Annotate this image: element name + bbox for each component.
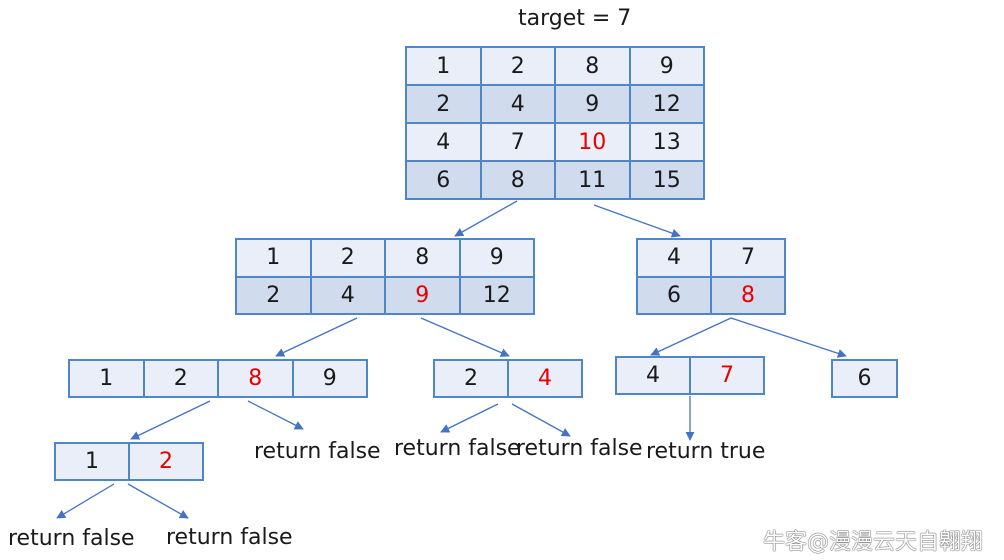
matrix-cell: 4	[406, 123, 481, 161]
matrix-cell: 1	[406, 47, 481, 85]
matrix-cell: 2	[480, 47, 555, 85]
return-false-label: return false	[254, 439, 381, 464]
matrix-cell: 6	[832, 360, 897, 397]
matrix-cell: 8	[480, 161, 555, 199]
matrix-cell: 6	[406, 161, 481, 199]
matrix-cell: 7	[711, 239, 785, 277]
matrix-cell: 8	[555, 47, 630, 85]
matrix-cell: 1	[69, 360, 144, 397]
matrix-cell: 4	[508, 360, 582, 397]
return-false-label: return false	[166, 525, 293, 550]
watermark-text: 牛客@漫漫云天自翱翔	[763, 530, 984, 555]
matrix-cell: 8	[711, 276, 785, 314]
matrix-cell: 2	[236, 276, 311, 314]
matrix-cell: 15	[629, 161, 704, 199]
matrix-cell: 8	[218, 360, 293, 397]
matrix-cell: 2	[129, 443, 203, 480]
matrix-cell: 10	[555, 123, 630, 161]
return-false-label: return false	[394, 436, 521, 461]
matrix-cell: 9	[292, 360, 367, 397]
return-true-label: return true	[646, 439, 766, 464]
matrix-cell: 12	[629, 85, 704, 123]
matrix-cell: 11	[555, 161, 630, 199]
matrix-cell: 9	[555, 85, 630, 123]
matrix-cell: 4	[637, 239, 711, 277]
edge-arrow	[275, 317, 358, 357]
matrix-cell: 1	[55, 443, 129, 480]
matrix-cell: 1	[236, 239, 311, 277]
edge-arrow	[511, 403, 571, 437]
matrix-cell: 8	[385, 239, 460, 277]
matrix-cell: 2	[434, 360, 508, 397]
target-title: target = 7	[518, 6, 632, 31]
matrix-cell: 9	[459, 239, 534, 277]
matrix-cell: 9	[385, 276, 460, 314]
matrix-cell: 12	[459, 276, 534, 314]
edge-arrow	[247, 400, 304, 430]
matrix-cell: 2	[143, 360, 218, 397]
return-false-label: return false	[8, 526, 135, 551]
matrix-cell: 6	[637, 276, 711, 314]
edge-arrow	[127, 483, 189, 519]
edge-arrow	[420, 317, 510, 357]
edge-arrow	[593, 204, 681, 238]
matrix-cell: 13	[629, 123, 704, 161]
edge-arrow	[440, 403, 499, 433]
edge-arrow	[130, 400, 211, 440]
matrix-cell: 7	[480, 123, 555, 161]
matrix-cell: 4	[310, 276, 385, 314]
matrix-cell: 2	[310, 239, 385, 277]
matrix-cell: 2	[406, 85, 481, 123]
matrix-cell: 9	[629, 47, 704, 85]
matrix-cell: 4	[480, 85, 555, 123]
edge-arrow	[56, 483, 115, 519]
matrix-cell: 4	[616, 357, 690, 394]
matrix-cell: 7	[690, 357, 764, 394]
node-level2-d: 6	[831, 359, 898, 398]
return-false-label: return false	[516, 436, 643, 461]
edge-arrow	[650, 317, 732, 356]
edge-arrow	[730, 317, 847, 358]
edge-arrow	[454, 200, 518, 237]
